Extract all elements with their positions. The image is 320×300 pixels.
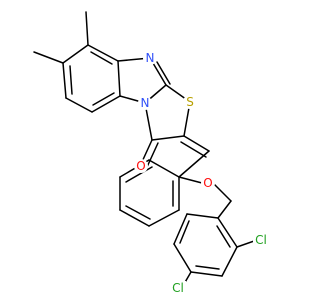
oxygen-label-carbonyl: O [136,159,145,173]
bond [178,176,203,184]
bond [92,92,115,106]
bond [62,44,89,64]
methyl-groups [33,11,89,64]
dichlorophenyl-ring [173,213,238,277]
benzylidene-linker [178,135,210,178]
halo [253,233,269,247]
chlorine-label-ortho: Cl [255,233,267,247]
bond [213,183,232,202]
bond [217,217,238,248]
bond [221,246,238,277]
sulfur-label: S [186,95,194,109]
bond [148,209,180,227]
bond [178,150,210,178]
bond [156,61,171,85]
molecule-diagram: N N S O O Cl Cl [33,11,269,295]
chlorine-label-para: Cl [172,281,184,295]
phenoxy-ring [119,159,180,227]
bond [91,95,121,113]
bond [87,44,119,62]
bond [190,271,223,277]
exocyclic-double-bond-2 [180,141,207,158]
bond [90,51,113,65]
nitrogen-label-fused: N [141,96,150,110]
halo [183,95,197,109]
bond [117,60,121,97]
bond [151,135,185,141]
oxygen-label-ether: O [203,176,212,190]
bond [195,265,220,270]
carbonyl-bond-2 [146,142,159,168]
ether-linkage [178,176,232,219]
methyl-bond-upper [85,11,89,46]
halo [134,159,148,173]
bond [186,213,219,219]
halo [170,281,186,295]
benzo-ring [62,44,121,113]
bond [62,62,67,99]
bond [148,159,180,178]
structure-svg: N N S O O Cl Cl [33,11,269,295]
bond [217,200,232,219]
halo [138,96,152,110]
bond [179,220,190,244]
bond [173,213,188,245]
halo [201,176,215,190]
exocyclic-double-bond [183,135,210,152]
bond [119,209,150,227]
bond [65,97,93,113]
chloro-substituents [183,239,258,285]
halo [143,51,157,65]
bond [216,225,231,248]
methyl-bond-lower [33,51,64,64]
bond [125,166,153,183]
atom-labels: N N S O O Cl Cl [134,51,269,295]
nitrogen-label-imidazole: N [146,51,155,65]
bond [125,205,151,220]
bond [69,65,73,95]
bond [173,243,192,273]
